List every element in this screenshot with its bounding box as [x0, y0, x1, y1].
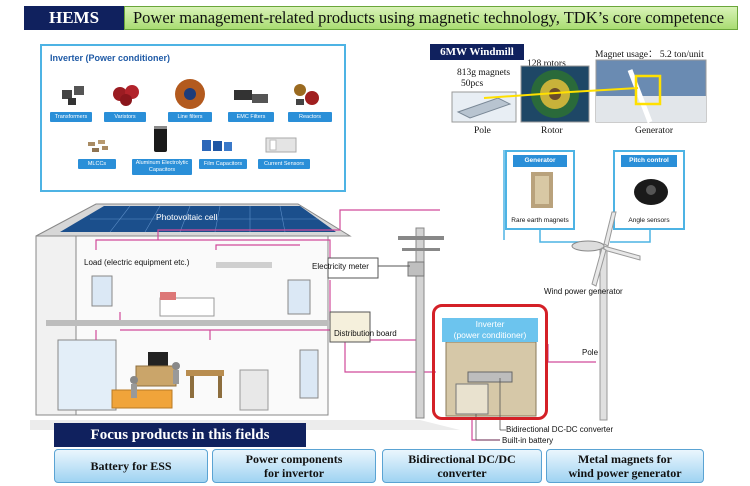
pole-pcs-note: 50pcs	[461, 79, 484, 89]
pitch-box-header: Pitch control	[621, 155, 677, 167]
transformers-image	[62, 86, 84, 105]
photovoltaic-label: Photovoltaic cell	[156, 212, 218, 222]
mlccs-label: MLCCs	[78, 159, 116, 169]
focus-battery-ess: Battery for ESS	[54, 449, 208, 483]
film-capacitors-image	[202, 140, 232, 151]
film-capacitors-label: Film Capacitors	[199, 159, 247, 169]
focus-3-line2: converter	[437, 466, 487, 480]
inverter-label-line1: Inverter	[475, 319, 505, 329]
inverter-label-box: Inverter (power conditioner)	[442, 318, 538, 342]
inverter-panel-title: Inverter (Power conditioner)	[50, 53, 171, 63]
built-in-battery-label: Built-in battery	[502, 436, 554, 445]
pitch-box-label: Angle sensors	[628, 217, 670, 224]
wind-pole-label: Pole	[582, 348, 599, 357]
generator-photo-label: Generator	[635, 126, 673, 136]
line-filters-image	[175, 79, 205, 109]
rotor-photo-label: Rotor	[541, 126, 563, 136]
pitch-control-box: Pitch control Angle sensors	[613, 150, 685, 230]
magnet-usage-note: Magnet usage： 5.2 ton/unit	[595, 50, 704, 60]
pole-magnets-note: 813g magnets	[457, 68, 511, 78]
rotor-count-note: 128 rotors	[527, 59, 566, 69]
inverter-label-line2: (power conditioner)	[453, 330, 527, 340]
rare-earth-magnets-image	[531, 172, 553, 208]
wind-power-generator-label: Wind power generator	[544, 287, 623, 296]
focus-products-title: Focus products in this fields	[54, 423, 306, 447]
load-label: Load (electric equipment etc.)	[84, 258, 190, 267]
focus-4-line2: wind power generator	[568, 466, 682, 480]
current-sensors-image	[265, 137, 297, 153]
angle-sensor-image	[634, 179, 668, 205]
hems-tag: HEMS	[24, 6, 124, 30]
focus-1-line1: Battery for ESS	[90, 459, 172, 473]
windmill-title: 6MW Windmill	[430, 44, 524, 60]
aluminum-capacitor-image	[154, 126, 167, 152]
varistors-image	[113, 85, 139, 106]
generator-photo	[595, 59, 707, 123]
aluminum-capacitors-label: Aluminum Electrolytic Capacitors	[132, 159, 192, 175]
current-sensors-label: Current Sensors	[258, 159, 310, 169]
focus-4-line1: Metal magnets for	[578, 452, 672, 466]
focus-3-line1: Bidirectional DC/DC	[408, 452, 516, 466]
emc-filters-image	[234, 90, 268, 103]
transformers-label: Transformers	[50, 112, 92, 122]
inverter-highlight-frame	[432, 304, 548, 420]
component-images	[62, 79, 319, 153]
emc-filters-label: EMC Filters	[228, 112, 274, 122]
electricity-meter-label: Electricity meter	[312, 262, 369, 271]
focus-2-line2: for invertor	[263, 466, 325, 480]
inverter-components-panel: Inverter (Power conditioner) Transformer…	[40, 44, 346, 192]
generator-box-header: Generator	[513, 155, 567, 167]
mlccs-image	[88, 140, 108, 152]
varistors-label: Varistors	[104, 112, 146, 122]
distribution-board-label: Distribution board	[334, 329, 397, 338]
line-filters-label: Line filters	[168, 112, 212, 122]
dcdc-converter-label: Bidirectional DC-DC converter	[506, 425, 614, 434]
generator-box-label: Rare earth magnets	[511, 217, 569, 224]
reactors-label: Reactors	[288, 112, 332, 122]
reactors-image	[294, 84, 319, 105]
headline-banner: Power management-related products using …	[124, 6, 738, 30]
generator-box: Generator Rare earth magnets	[505, 150, 575, 230]
pole-photo-label: Pole	[474, 126, 491, 136]
focus-2-line1: Power components	[245, 452, 343, 466]
